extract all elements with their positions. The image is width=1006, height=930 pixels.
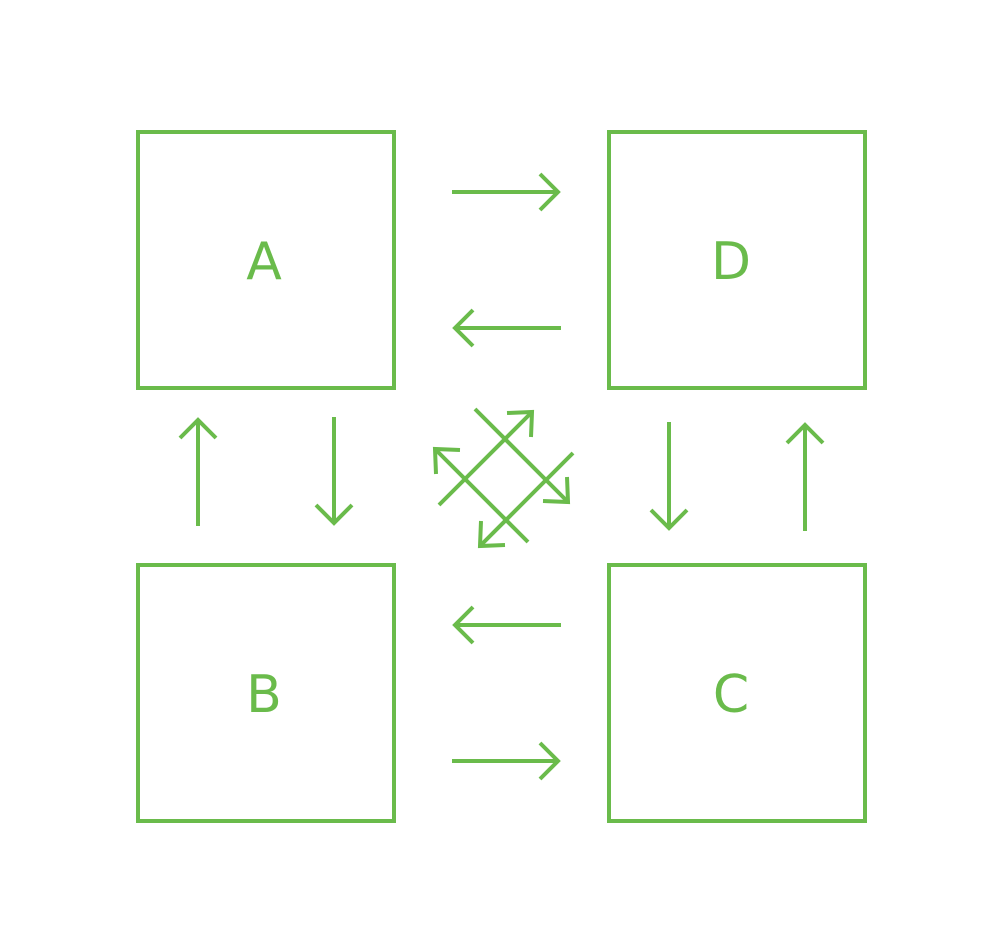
node-a: A [136,130,396,390]
node-c-box [607,563,867,823]
arrow-c-to-b [452,605,561,645]
node-b: B [136,563,396,823]
node-d-label: D [711,232,751,292]
arrow-b-to-a [178,417,218,526]
node-a-box [136,130,396,390]
arrow-d-to-a [452,308,561,348]
arrow-a-to-b [314,417,354,526]
node-c: C [607,563,867,823]
node-c-label: C [713,665,749,725]
node-b-box [136,563,396,823]
arrow-d-to-b [477,451,575,549]
node-b-label: B [246,665,282,725]
node-a-label: A [246,232,282,292]
node-d-box [607,130,867,390]
arrow-c-to-d [785,422,825,531]
arrow-a-to-d [452,172,561,212]
arrow-b-to-c [452,741,561,781]
arrow-c-to-a [432,446,530,544]
arrow-b-to-d [437,409,535,507]
arrow-a-to-c [473,407,571,505]
node-d: D [607,130,867,390]
arrow-d-to-c [649,422,689,531]
